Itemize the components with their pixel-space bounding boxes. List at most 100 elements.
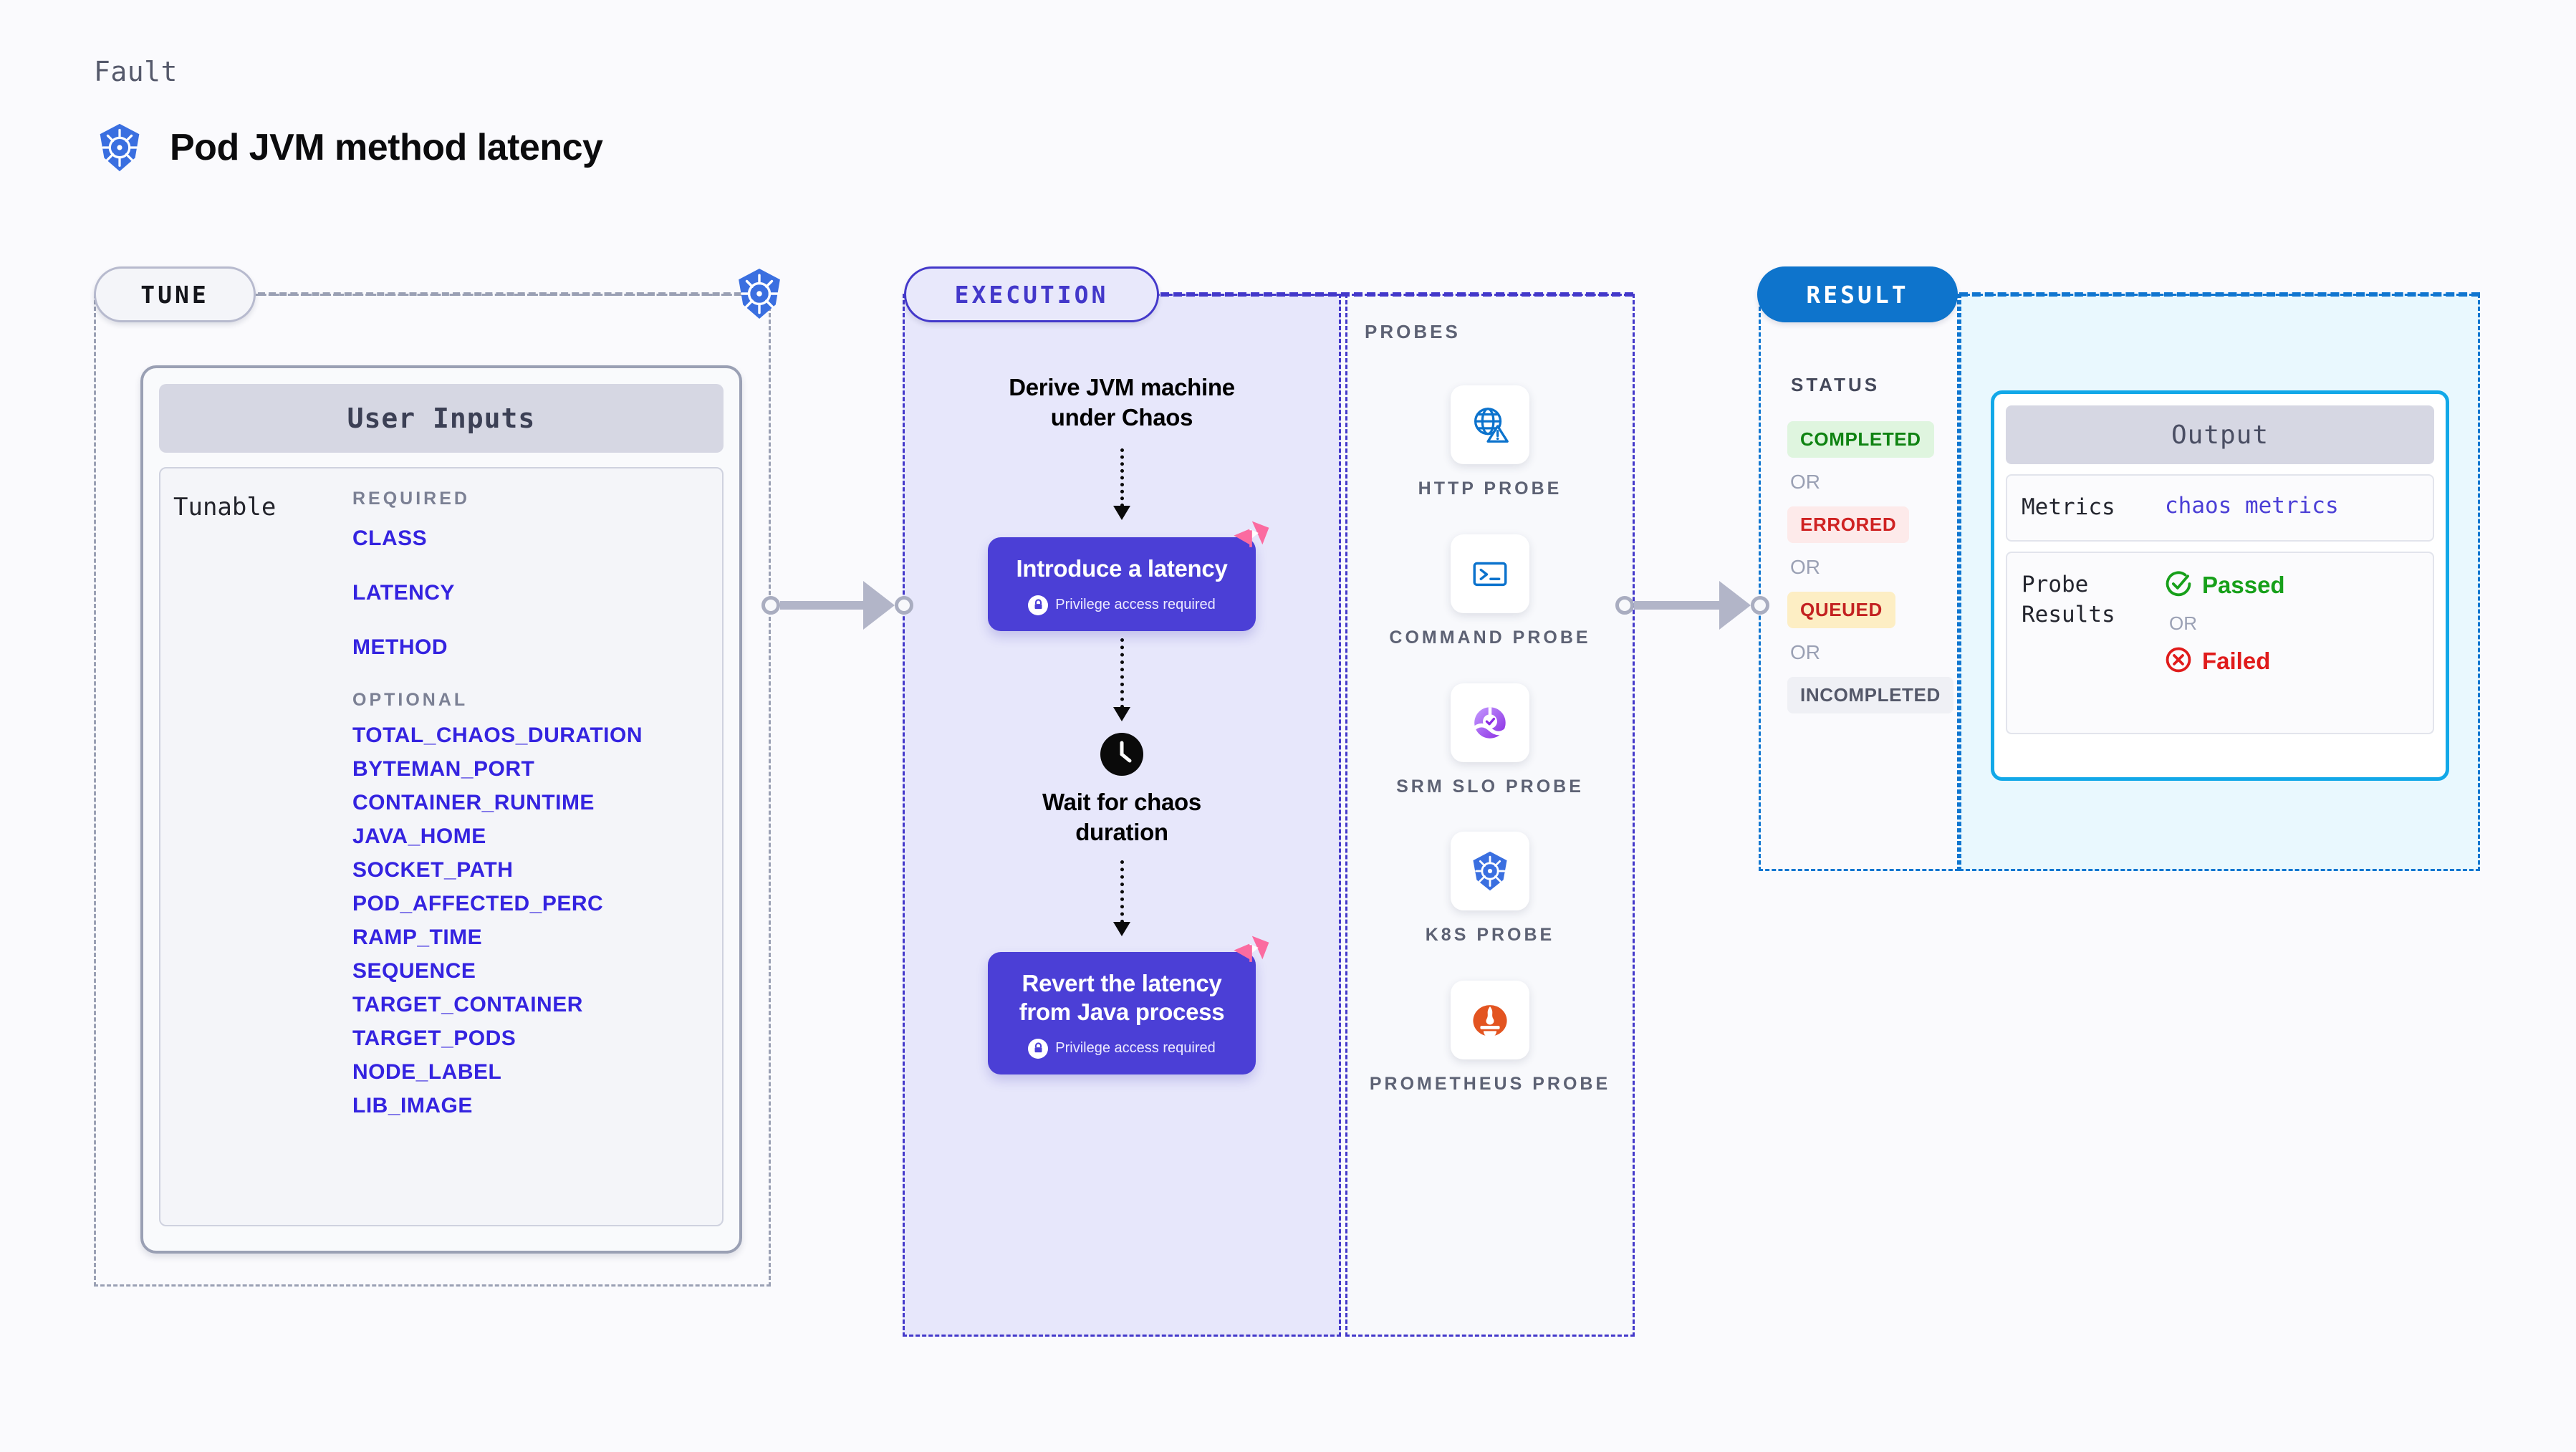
probe-label: COMMAND PROBE [1389, 627, 1591, 648]
probe-item-k8s[interactable]: K8S PROBE [1345, 832, 1635, 948]
arrow-line [1120, 638, 1124, 708]
introduce-latency-label: Introduce a latency [1016, 555, 1228, 582]
page-title-row: Pod JVM method latency [94, 122, 603, 173]
probes-region [1345, 294, 1635, 1337]
arrow-tip [1113, 506, 1130, 521]
or-separator: OR [1790, 556, 1820, 578]
tunable-item[interactable]: CLASS [352, 527, 428, 550]
tunable-item[interactable]: NODE_LABEL [352, 1060, 502, 1084]
stage-pill-tune[interactable]: TUNE [94, 266, 256, 322]
clock-icon [1099, 731, 1145, 777]
introduce-latency-box[interactable]: Introduce a latency Privilege access req… [988, 521, 1269, 631]
or-separator: OR [1790, 641, 1820, 663]
connector-dot-right [895, 596, 913, 615]
litmus-chaos-icon [1230, 519, 1272, 560]
tunable-item[interactable]: SEQUENCE [352, 959, 476, 983]
probe-results-key-label: Probe Results [2022, 571, 2115, 628]
probe-item-http[interactable]: HTTP PROBE [1345, 385, 1635, 501]
revert-latency-box[interactable]: Revert the latency from Java process Pri… [988, 936, 1269, 1074]
failed-label: Failed [2202, 648, 2271, 675]
prometheus-icon [1451, 981, 1529, 1059]
tunable-columns: REQUIRED CLASS LATENCY METHOD OPTIONAL T… [352, 489, 722, 1225]
kubernetes-node-icon [732, 266, 787, 321]
x-circle-icon [2165, 646, 2192, 677]
output-card: Output Metrics chaos metrics Probe Resul… [1991, 390, 2449, 781]
kubernetes-icon [94, 122, 145, 173]
privilege-note-2: Privilege access required [1002, 1038, 1241, 1059]
wait-step: Wait for chaos duration [903, 731, 1341, 847]
arrow-tip [1113, 922, 1130, 937]
status-heading: STATUS [1791, 374, 1880, 395]
connector-tune-to-execution [761, 577, 913, 634]
kubernetes-icon [1451, 832, 1529, 911]
litmus-chaos-icon [1230, 933, 1272, 975]
tunable-label: Tunable [173, 493, 277, 521]
tunable-item[interactable]: BYTEMAN_PORT [352, 757, 535, 781]
probe-result-failed: Failed [2165, 646, 2285, 677]
tune-top-connector [258, 292, 752, 296]
slo-gauge-icon [1451, 683, 1529, 762]
tunable-item[interactable]: SOCKET_PATH [352, 858, 514, 882]
terminal-icon [1451, 534, 1529, 613]
flow-arrow-2 [903, 638, 1341, 721]
execution-top-connector [1160, 292, 1633, 297]
lock-icon [1028, 1038, 1049, 1059]
optional-heading: OPTIONAL [352, 690, 468, 710]
tunable-item[interactable]: JAVA_HOME [352, 824, 486, 848]
check-circle-icon [2165, 570, 2192, 601]
probe-results-values: Passed OR Failed [2165, 570, 2285, 716]
required-heading: REQUIRED [352, 489, 470, 509]
status-badge-completed: COMPLETED [1787, 421, 1934, 458]
tunable-item[interactable]: TARGET_PODS [352, 1027, 516, 1050]
probe-list: HTTP PROBE COMMAND PROBE [1345, 385, 1635, 1130]
stage-pill-result[interactable]: RESULT [1757, 266, 1958, 322]
tunable-body: Tunable REQUIRED CLASS LATENCY METHOD OP… [159, 467, 724, 1226]
probe-item-srm-slo[interactable]: SRM SLO PROBE [1345, 683, 1635, 799]
metrics-key-label: Metrics [2022, 494, 2115, 520]
lock-icon [1028, 595, 1049, 615]
probe-item-command[interactable]: COMMAND PROBE [1345, 534, 1635, 650]
tunable-item[interactable]: LIB_IMAGE [352, 1094, 473, 1117]
tunable-item[interactable]: TOTAL_CHAOS_DURATION [352, 723, 643, 747]
tunable-item[interactable]: TARGET_CONTAINER [352, 993, 583, 1016]
fault-kicker: Fault [94, 56, 178, 87]
page-title: Pod JVM method latency [170, 127, 603, 168]
revert-latency-label: Revert the latency from Java process [1019, 970, 1225, 1026]
probe-label: SRM SLO PROBE [1396, 776, 1584, 797]
probe-item-prometheus[interactable]: PROMETHEUS PROBE [1345, 981, 1635, 1097]
connector-execution-to-result [1615, 577, 1769, 634]
probes-heading: PROBES [1365, 321, 1461, 342]
privilege-note-label: Privilege access required [1055, 597, 1216, 613]
tunable-item[interactable]: RAMP_TIME [352, 925, 483, 949]
probe-result-passed: Passed [2165, 570, 2285, 601]
status-list: COMPLETED OR ERRORED OR QUEUED OR INCOMP… [1787, 421, 1959, 713]
globe-warning-icon [1451, 385, 1529, 464]
connector-dot-right [1751, 596, 1769, 615]
connector-arrowhead [863, 581, 895, 630]
connector-dot-left [1615, 596, 1634, 615]
probe-results-row: Probe Results Passed OR [2006, 551, 2434, 734]
passed-label: Passed [2202, 572, 2285, 599]
probe-label: PROMETHEUS PROBE [1369, 1074, 1611, 1094]
status-badge-queued: QUEUED [1787, 592, 1895, 628]
probe-label: K8S PROBE [1425, 925, 1555, 946]
chaos-metrics-link[interactable]: chaos metrics [2165, 493, 2339, 519]
probe-label: HTTP PROBE [1418, 479, 1562, 499]
tunable-item[interactable]: CONTAINER_RUNTIME [352, 791, 595, 814]
flow-arrow-3 [903, 860, 1341, 937]
tunable-item[interactable]: METHOD [352, 635, 448, 659]
stage-pill-execution[interactable]: EXECUTION [904, 266, 1159, 322]
status-badge-incompleted: INCOMPLETED [1787, 677, 1953, 713]
privilege-note-label: Privilege access required [1055, 1040, 1216, 1057]
or-separator: OR [1790, 471, 1820, 493]
flow-arrow-1 [903, 448, 1341, 521]
tunable-item[interactable]: POD_AFFECTED_PERC [352, 892, 604, 915]
arrow-tip [1113, 706, 1130, 721]
user-inputs-title: User Inputs [159, 384, 724, 453]
wait-step-label: Wait for chaos duration [1042, 788, 1201, 845]
tunable-item[interactable]: LATENCY [352, 581, 455, 605]
connector-dot-left [761, 596, 780, 615]
required-tunables-list: CLASS LATENCY METHOD [352, 527, 722, 660]
output-title: Output [2006, 405, 2434, 464]
